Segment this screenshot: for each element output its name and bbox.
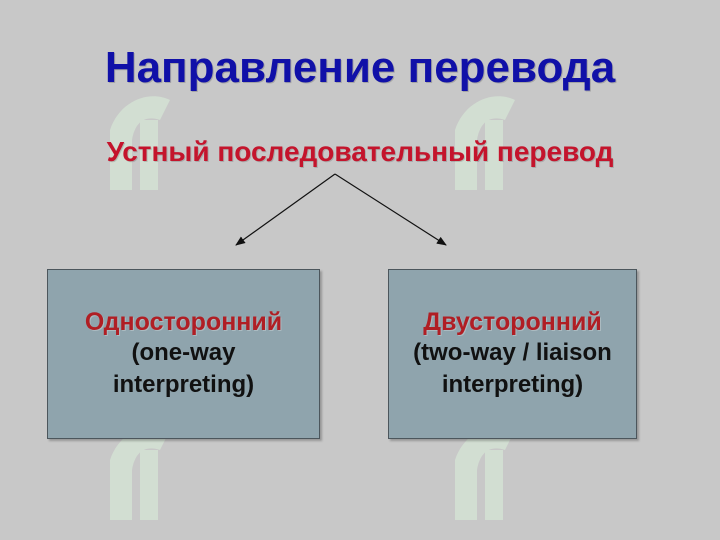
one-way-description: (one-way interpreting) bbox=[112, 339, 255, 398]
two-way-heading: Двусторонний bbox=[423, 308, 602, 336]
two-way-description: (two-way / liaison interpreting) bbox=[413, 339, 612, 398]
arrow-right bbox=[334, 173, 447, 246]
slide-subtitle: Устный последовательный перевод bbox=[106, 136, 614, 167]
arrow-left bbox=[235, 173, 336, 246]
slide-title: Направление перевода bbox=[104, 43, 616, 92]
one-way-heading: Односторонний bbox=[84, 308, 283, 336]
two-way-box: Двусторонний (two-way / liaison interpre… bbox=[388, 269, 637, 439]
one-way-box: Односторонний (one-way interpreting) bbox=[47, 269, 320, 439]
